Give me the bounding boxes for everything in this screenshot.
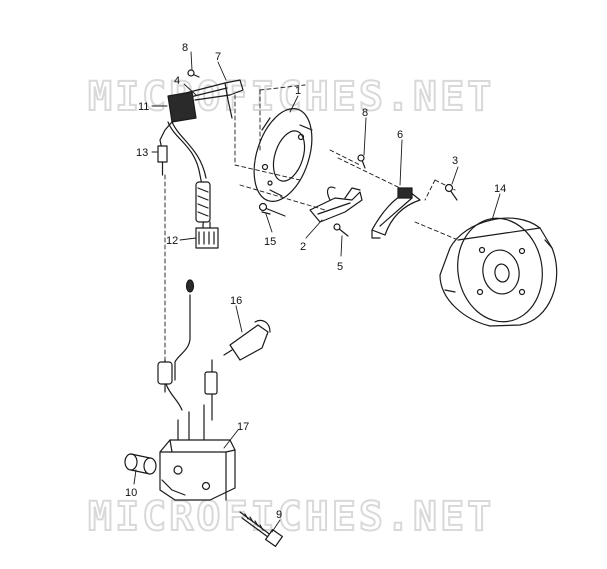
callout-12: 12 <box>166 235 178 247</box>
stator-harness <box>167 121 211 226</box>
ignition-wires <box>157 279 195 411</box>
assembly-guide-lines <box>164 84 471 361</box>
flywheel <box>439 217 558 327</box>
watermark-bottom: MICROFICHES.NET <box>88 494 494 540</box>
callout-5: 5 <box>337 261 343 273</box>
callout-15: 15 <box>264 236 276 248</box>
watermark-top: MICROFICHES.NET <box>88 74 494 120</box>
callout-9: 9 <box>276 509 282 521</box>
mounting-bolt <box>239 511 283 547</box>
callout-11: 11 <box>138 101 149 113</box>
screws <box>187 69 458 237</box>
plug-connector <box>195 221 219 249</box>
spark-plug-cap <box>204 319 271 421</box>
callout-13: 13 <box>136 147 148 159</box>
callout-14: 14 <box>494 183 506 195</box>
callout-1: 1 <box>295 85 301 97</box>
callout-7: 7 <box>215 51 221 63</box>
charging-coil <box>371 187 421 239</box>
callout-8-top: 8 <box>182 42 188 54</box>
leader-lines <box>133 51 501 533</box>
callout-16: 16 <box>230 295 242 307</box>
pickup-coil <box>309 186 363 223</box>
bushing <box>124 453 157 475</box>
terminal-block <box>159 91 197 151</box>
stator-plate <box>253 108 313 202</box>
connector <box>157 145 168 176</box>
callout-4: 4 <box>174 75 180 87</box>
callout-8-right: 8 <box>362 107 368 119</box>
callout-3: 3 <box>452 155 458 167</box>
callout-6: 6 <box>397 129 403 141</box>
callout-2: 2 <box>300 241 306 253</box>
ignition-coil <box>159 404 236 501</box>
callout-10: 10 <box>125 487 137 499</box>
callout-17: 17 <box>237 421 249 433</box>
